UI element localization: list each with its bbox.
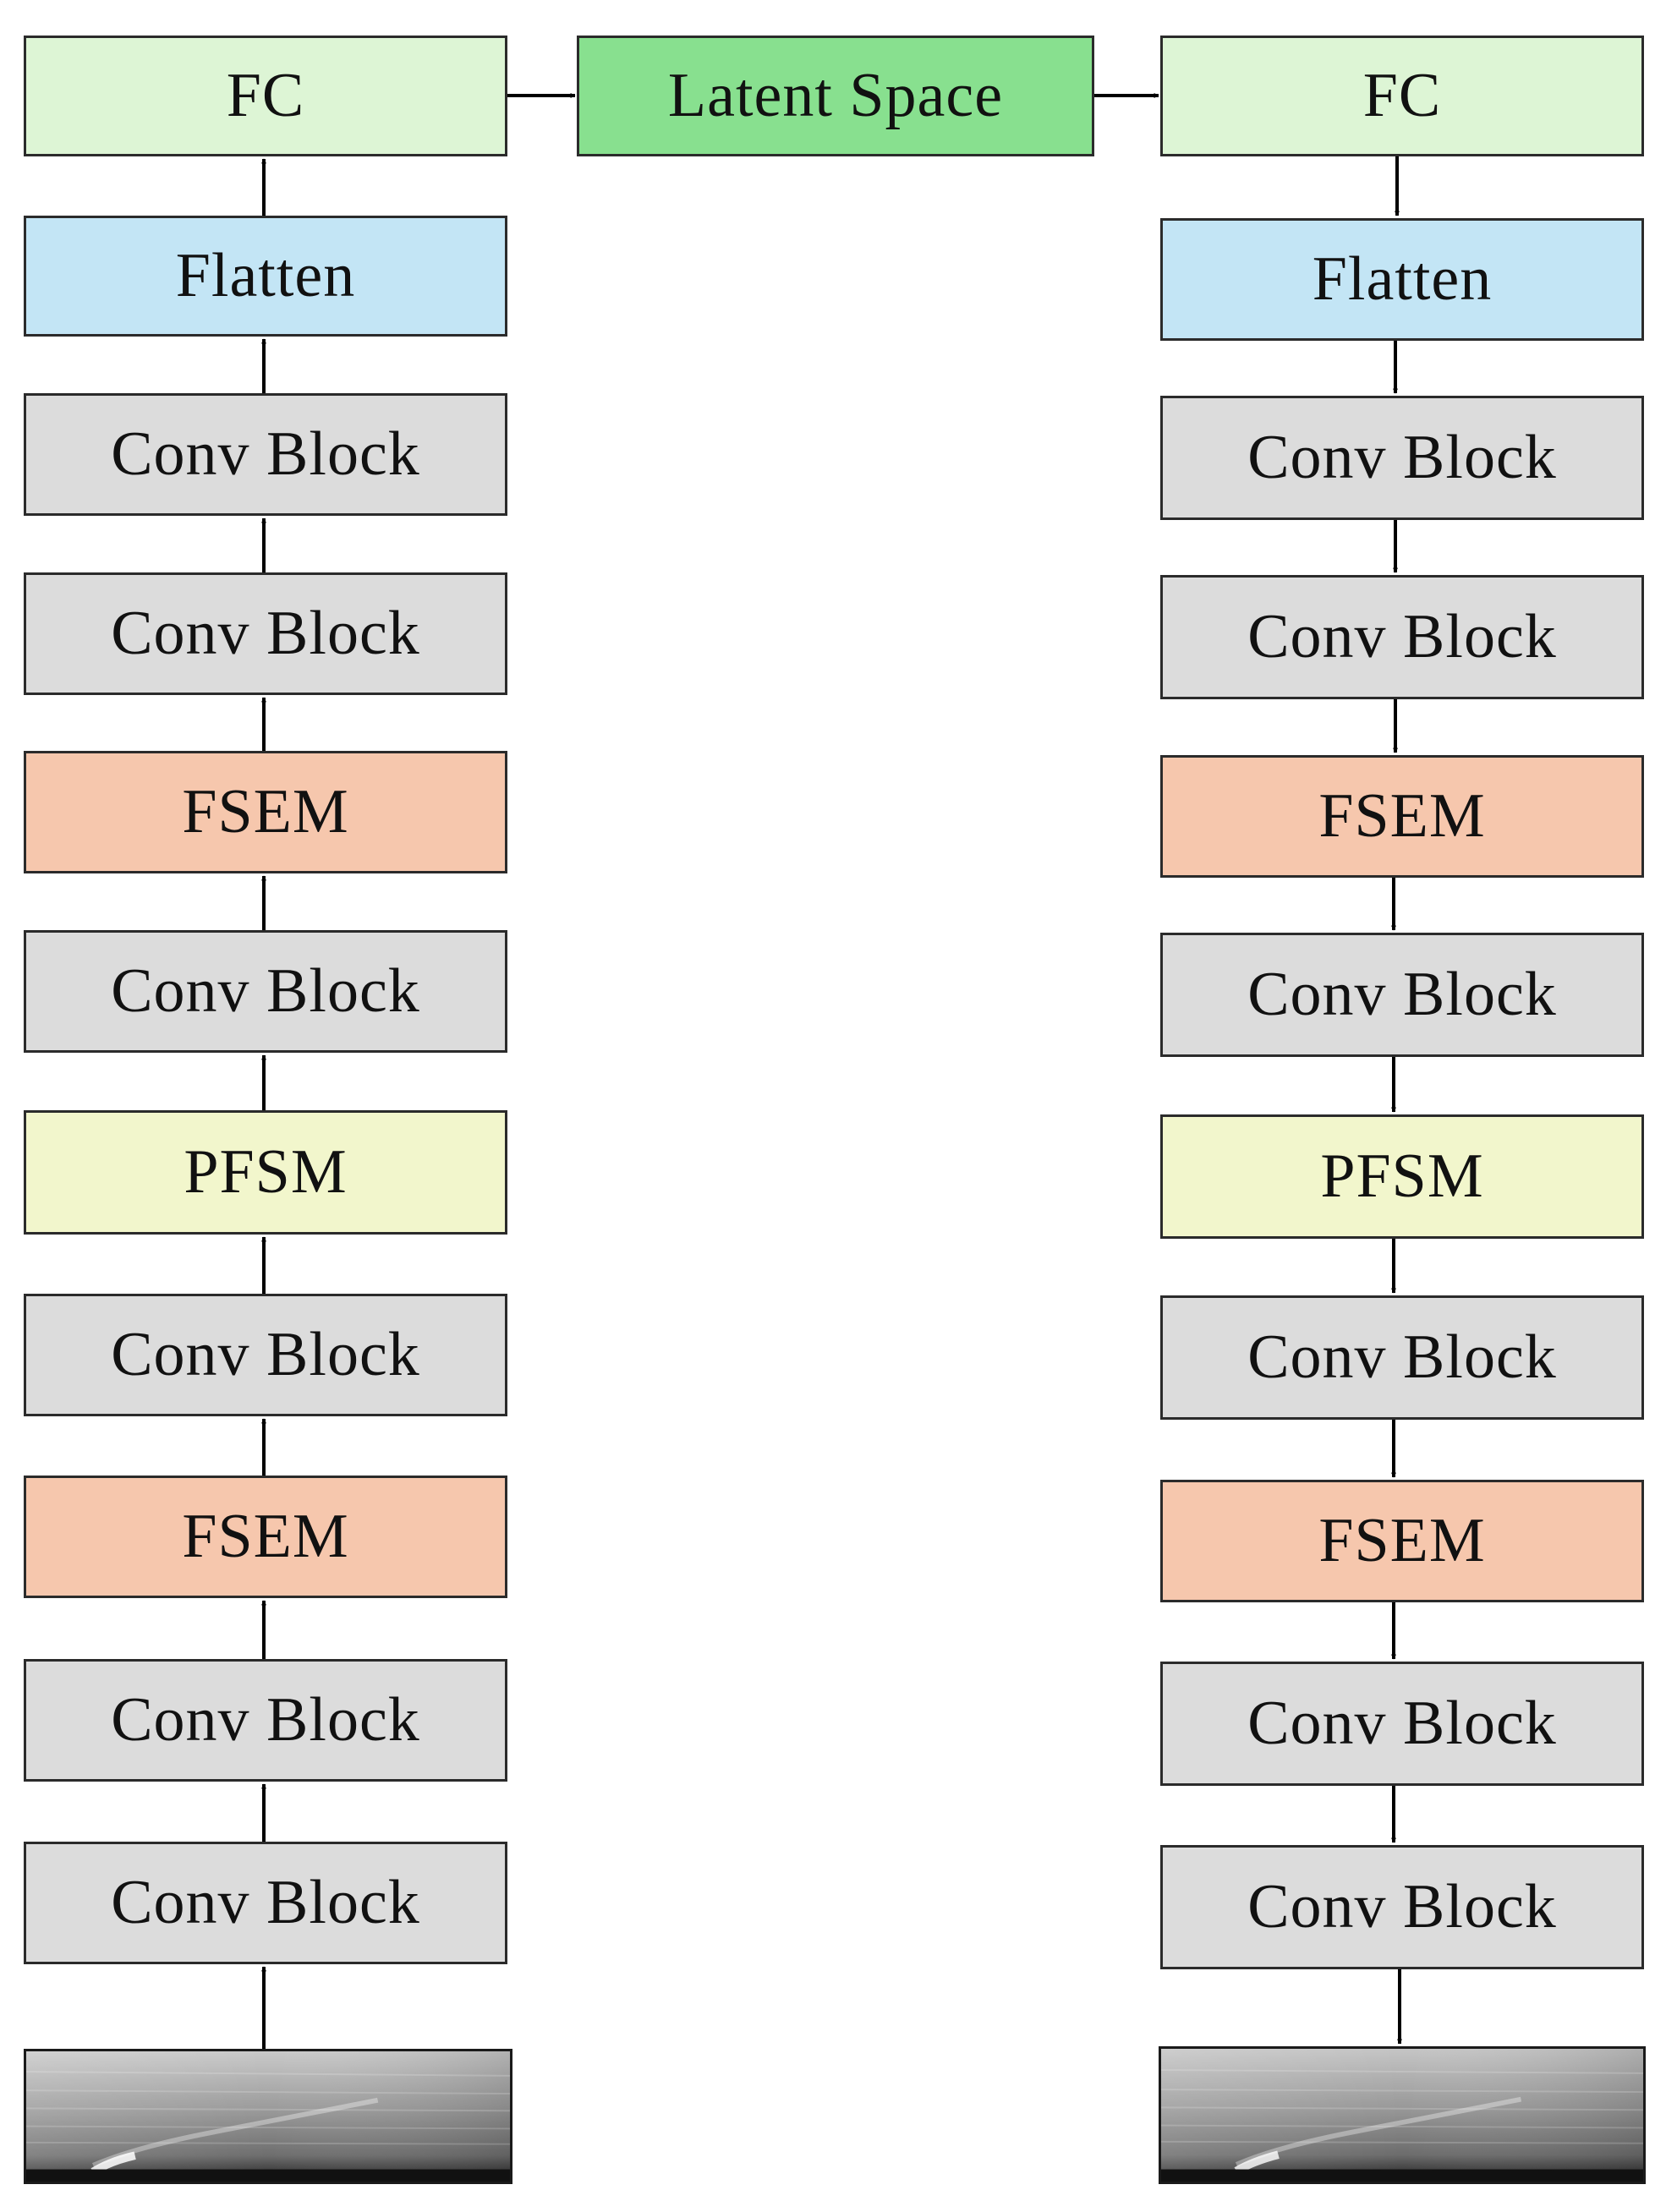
decoder-pfsm-block: PFSM — [1160, 1114, 1644, 1239]
encoder-flatten-block: Flatten — [24, 216, 507, 337]
decoder-fsem-block: FSEM — [1160, 755, 1644, 878]
decoder-block-label: FSEM — [1318, 1506, 1486, 1575]
decoder-conv-block: Conv Block — [1160, 1845, 1644, 1969]
encoder-block-label: Conv Block — [111, 419, 420, 489]
decoder-block-label: Conv Block — [1247, 960, 1557, 1029]
decoder-block-label: PFSM — [1320, 1142, 1484, 1211]
decoder-fc-block: FC — [1160, 36, 1644, 156]
encoder-conv-block: Conv Block — [24, 572, 507, 695]
input-spectrogram-image — [24, 2049, 512, 2184]
encoder-block-label: Conv Block — [111, 599, 420, 668]
encoder-fc-block: FC — [24, 36, 507, 156]
decoder-block-label: Conv Block — [1247, 1322, 1557, 1392]
output-spectrogram-image — [1159, 2046, 1646, 2184]
encoder-fc-label: FC — [226, 61, 305, 130]
decoder-block-label: FSEM — [1318, 781, 1486, 851]
latent-space-block: Latent Space — [577, 36, 1094, 156]
latent-space-label: Latent Space — [667, 61, 1004, 130]
encoder-conv-block: Conv Block — [24, 1842, 507, 1964]
decoder-conv-block: Conv Block — [1160, 396, 1644, 520]
decoder-fsem-block: FSEM — [1160, 1480, 1644, 1602]
encoder-block-label: Conv Block — [111, 1320, 420, 1389]
decoder-block-label: Conv Block — [1247, 602, 1557, 671]
decoder-block-label: Conv Block — [1247, 1689, 1557, 1758]
encoder-block-label: Conv Block — [111, 1868, 420, 1937]
encoder-fsem-block: FSEM — [24, 751, 507, 873]
decoder-conv-block: Conv Block — [1160, 575, 1644, 699]
encoder-block-label: Conv Block — [111, 1685, 420, 1755]
decoder-conv-block: Conv Block — [1160, 1295, 1644, 1420]
decoder-fc-label: FC — [1362, 61, 1442, 130]
encoder-conv-block: Conv Block — [24, 1294, 507, 1416]
encoder-block-label: Conv Block — [111, 956, 420, 1026]
decoder-conv-block: Conv Block — [1160, 1662, 1644, 1786]
encoder-block-label: Flatten — [175, 241, 356, 310]
decoder-block-label: Conv Block — [1247, 423, 1557, 492]
decoder-block-label: Conv Block — [1247, 1872, 1557, 1941]
decoder-block-label: Flatten — [1312, 244, 1493, 314]
decoder-conv-block: Conv Block — [1160, 933, 1644, 1057]
encoder-block-label: FSEM — [182, 1502, 349, 1571]
encoder-block-label: PFSM — [184, 1137, 348, 1207]
encoder-block-label: FSEM — [182, 777, 349, 846]
encoder-conv-block: Conv Block — [24, 1659, 507, 1782]
encoder-pfsm-block: PFSM — [24, 1110, 507, 1235]
encoder-conv-block: Conv Block — [24, 393, 507, 516]
decoder-flatten-block: Flatten — [1160, 218, 1644, 341]
encoder-conv-block: Conv Block — [24, 930, 507, 1053]
encoder-fsem-block: FSEM — [24, 1476, 507, 1598]
